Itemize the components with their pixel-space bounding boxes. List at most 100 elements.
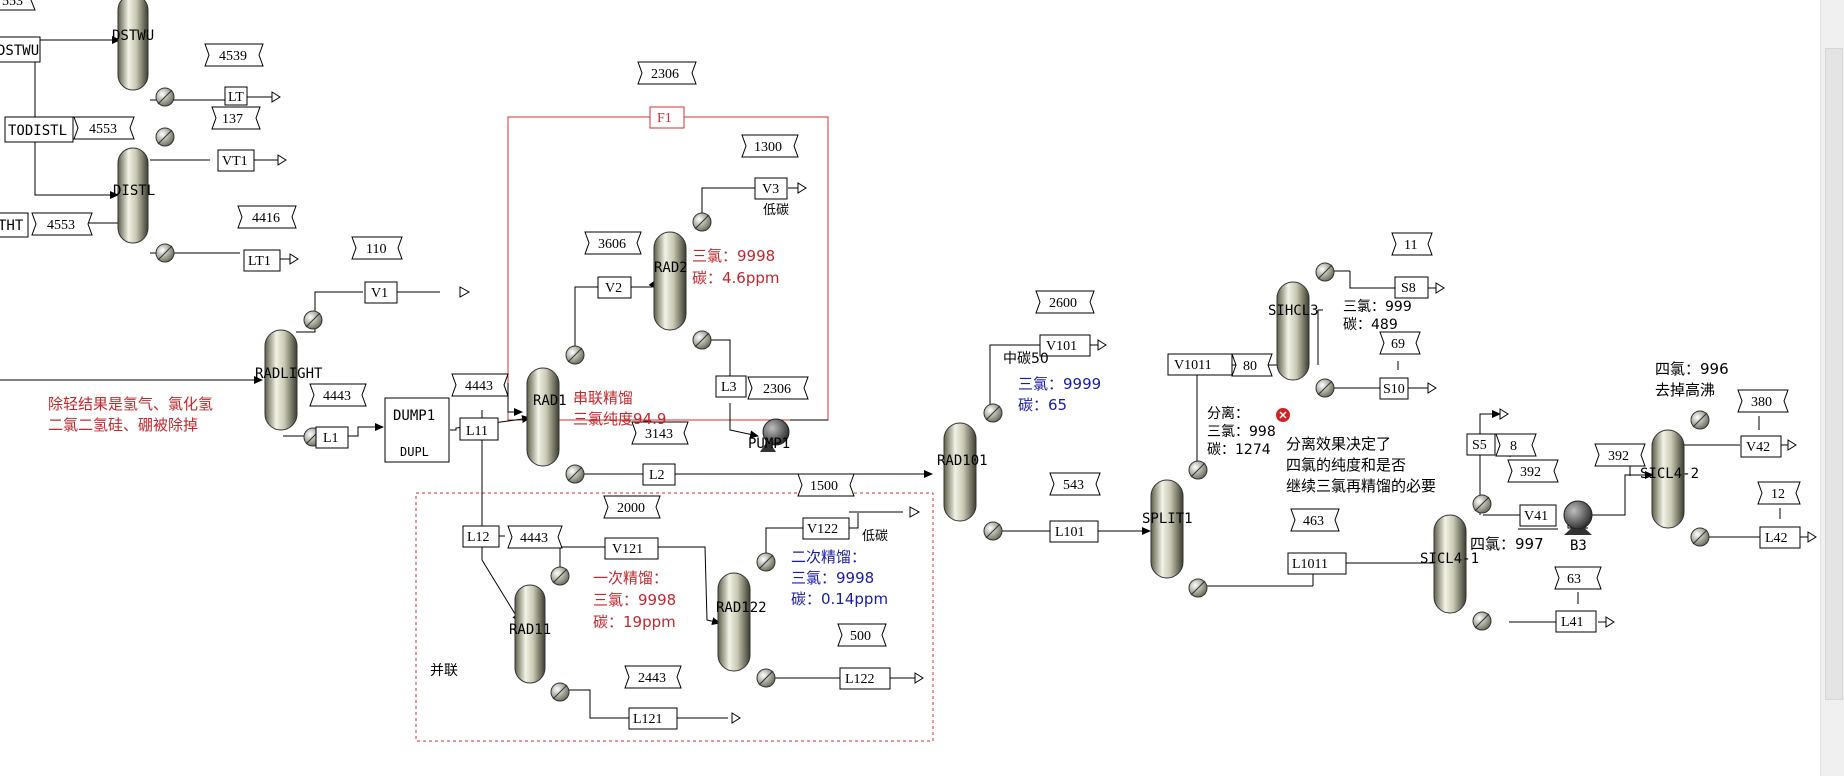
note-rad101-2: 碳：65 — [1018, 396, 1067, 414]
svg-text:3143: 3143 — [645, 427, 673, 442]
svg-text:3606: 3606 — [598, 237, 626, 252]
svg-text:11: 11 — [1404, 238, 1417, 253]
svg-text:L101: L101 — [1055, 525, 1085, 540]
stream-labels: LT VT1 LT1 V1 L1 V2 V3 L3 L11 L2 L12 V12… — [222, 90, 1788, 727]
svg-text:S8: S8 — [1401, 281, 1416, 296]
note-rad101-1: 三氯：9999 — [1018, 375, 1101, 393]
label-radlight: RADLIGHT — [255, 366, 323, 382]
label-dstwu-left: DSTWU — [0, 43, 39, 59]
note-rad2-1: 三氯：9998 — [692, 247, 775, 265]
note-first-1: 一次精馏： — [593, 569, 668, 587]
note-series-1: 串联精馏 — [573, 389, 633, 407]
svg-text:L122: L122 — [845, 672, 875, 687]
column-radlight — [264, 329, 298, 431]
svg-text:110: 110 — [366, 242, 386, 257]
column-rad11 — [514, 584, 546, 684]
block-dump1 — [384, 397, 450, 463]
svg-text:S10: S10 — [1383, 382, 1405, 397]
svg-text:4416: 4416 — [252, 211, 280, 226]
note-sihcl3-1: 三氯：999 — [1343, 299, 1412, 315]
svg-text:1500: 1500 — [810, 479, 838, 494]
note-parallel: 并联 — [430, 663, 458, 679]
svg-text:L11: L11 — [466, 424, 488, 439]
svg-text:1300: 1300 — [754, 140, 782, 155]
column-sihcl3 — [1276, 281, 1310, 381]
svg-text:4553: 4553 — [89, 122, 117, 137]
vertical-scrollbar[interactable] — [1820, 0, 1844, 776]
label-rad2: RAD2 — [654, 260, 688, 276]
svg-text:4553: 4553 — [47, 218, 75, 233]
svg-text:V2: V2 — [605, 281, 622, 296]
note-split-2: 三氯：998 — [1207, 424, 1276, 440]
note-rad2-2: 碳：4.6ppm — [692, 269, 780, 287]
svg-text:V121: V121 — [612, 542, 643, 557]
parallel-frame — [415, 492, 934, 742]
svg-text:463: 463 — [1303, 514, 1324, 529]
note-split-3: 碳：1274 — [1207, 442, 1271, 458]
svg-text:2443: 2443 — [638, 671, 666, 686]
label-rad122: RAD122 — [716, 600, 767, 616]
label-todistl: TODISTL — [8, 123, 67, 139]
label-tht: THT — [0, 218, 24, 234]
note-light-1: 除轻结果是氢气、氯化氢 — [48, 395, 213, 413]
svg-text:12: 12 — [1771, 487, 1785, 502]
svg-text:L1011: L1011 — [1292, 557, 1328, 572]
svg-text:V1011: V1011 — [1174, 358, 1212, 373]
note-split-1: 分离： — [1207, 405, 1249, 422]
svg-text:543: 543 — [1063, 478, 1084, 493]
pump-b3 — [1563, 500, 1593, 535]
svg-text:4443: 4443 — [323, 389, 351, 404]
product-arrows — [271, 91, 1817, 724]
label-distl: DISTL — [113, 183, 155, 199]
error-icon — [1276, 408, 1290, 422]
column-sicl41 — [1433, 514, 1467, 614]
svg-text:63: 63 — [1567, 572, 1581, 587]
svg-text:69: 69 — [1391, 337, 1405, 352]
svg-text:L1: L1 — [323, 431, 339, 446]
note-second-1: 二次精馏： — [791, 548, 866, 566]
svg-text:L2: L2 — [649, 468, 665, 483]
column-distl — [117, 147, 149, 244]
svg-text:L121: L121 — [633, 712, 663, 727]
note-sicl41-1: 四氯：997 — [1470, 535, 1544, 553]
svg-text:LT: LT — [228, 90, 244, 105]
scrollbar-thumb[interactable] — [1825, 48, 1843, 700]
note-mid-carbon: 中碳50 — [1003, 351, 1049, 367]
annotations: 除轻结果是氢气、氯化氢 二氯二氢硅、硼被除掉 串联精馏 三氯纯度94.9 三氯：… — [48, 203, 1729, 679]
label-sicl42: SICL4-2 — [1640, 466, 1699, 482]
svg-text:392: 392 — [1520, 465, 1541, 480]
column-sicl42 — [1651, 429, 1685, 529]
note-light-2: 二氯二氢硅、硼被除掉 — [48, 416, 198, 434]
block-labels: DSTWU DSTWU TODISTL DISTL THT RADLIGHT D… — [0, 28, 1699, 638]
svg-text:553: 553 — [2, 0, 23, 9]
label-split1: SPLIT1 — [1142, 511, 1193, 527]
stream-boxes — [217, 86, 1801, 730]
note-series-2: 三氯纯度94.9 — [573, 410, 666, 428]
label-sihcl3: SIHCL3 — [1268, 303, 1319, 319]
svg-text:V41: V41 — [1524, 509, 1548, 524]
note-first-3: 碳：19ppm — [593, 613, 676, 631]
svg-text:LT1: LT1 — [248, 254, 271, 269]
value-tags — [0, 0, 1801, 689]
label-dstwu: DSTWU — [112, 28, 154, 44]
svg-text:4539: 4539 — [219, 49, 247, 64]
label-dupl: DUPL — [400, 445, 429, 459]
svg-text:V3: V3 — [762, 182, 779, 197]
note-sihcl3-2: 碳：489 — [1343, 317, 1398, 333]
feed-boxes — [0, 36, 74, 238]
label-sicl41: SICL4-1 — [1420, 551, 1479, 567]
svg-text:2000: 2000 — [617, 501, 645, 516]
note-effect-3: 继续三氯再精馏的必要 — [1286, 477, 1436, 495]
svg-text:80: 80 — [1243, 359, 1257, 374]
label-b3: B3 — [1570, 538, 1587, 554]
note-effect-2: 四氯的纯度和是否 — [1286, 456, 1406, 474]
svg-text:F1: F1 — [657, 111, 672, 126]
note-low-carbon-1: 低碳 — [763, 203, 789, 218]
label-rad11: RAD11 — [509, 622, 551, 638]
svg-text:L42: L42 — [1765, 531, 1788, 546]
svg-text:L12: L12 — [467, 530, 490, 545]
svg-text:V101: V101 — [1046, 339, 1077, 354]
column-rad2 — [653, 231, 687, 331]
column-split1 — [1150, 479, 1184, 579]
